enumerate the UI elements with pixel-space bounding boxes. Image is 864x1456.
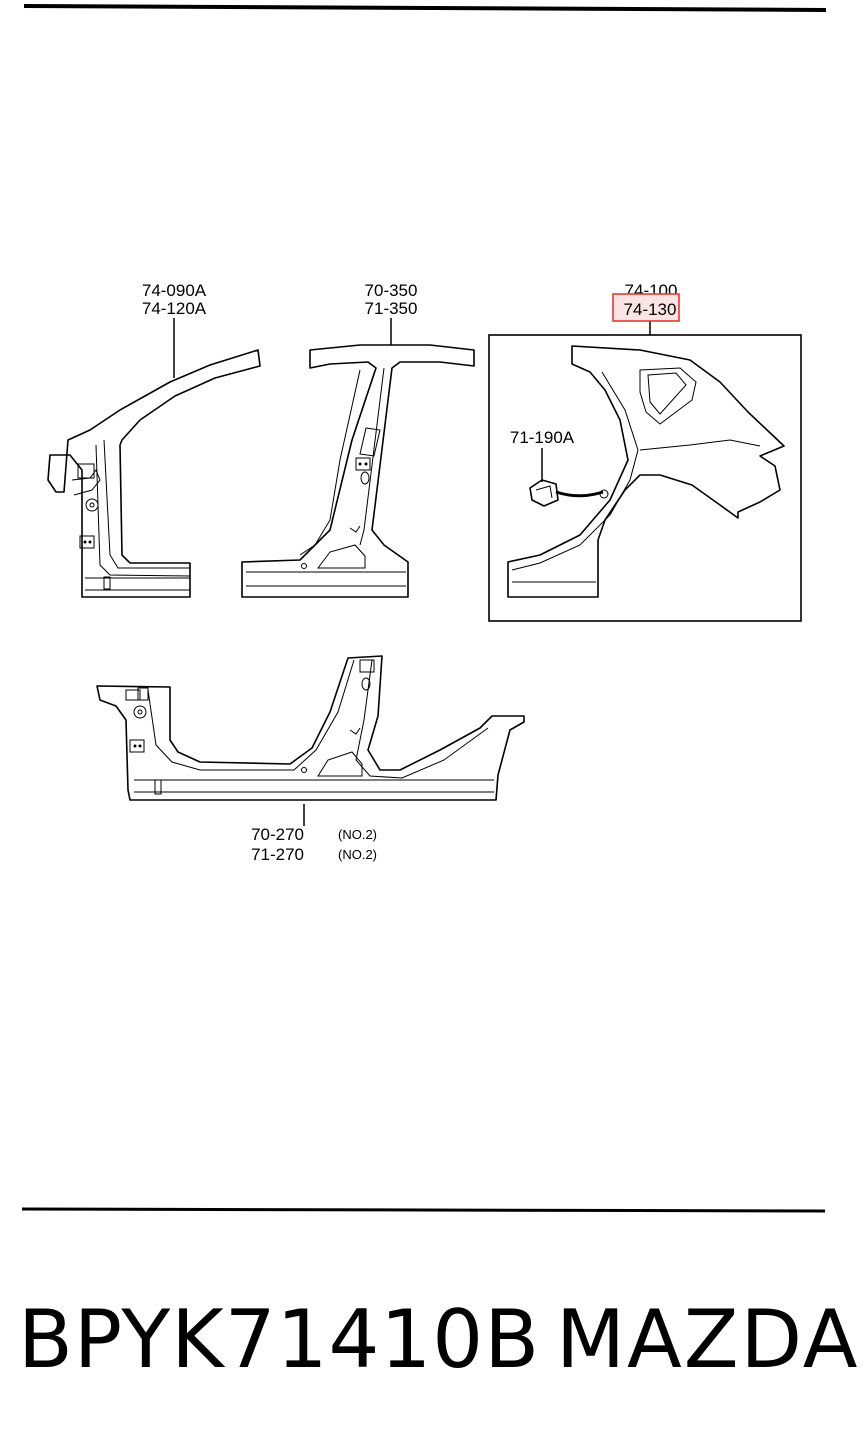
side-sill-panel (96, 655, 525, 801)
side-sill-code-1: 70-270 (251, 825, 304, 844)
front-pillar-panel (47, 349, 261, 598)
center-pillar-panel (241, 344, 475, 598)
rear-quarter-panel (507, 345, 785, 598)
side-sill-note-2: (NO.2) (338, 847, 377, 862)
bottom-rule (21, 1207, 826, 1213)
rear-clip-code: 71-190A (510, 428, 575, 447)
rear-clip-part (529, 479, 604, 507)
rear-panel-code-2: 74-130 (624, 300, 677, 319)
top-rule (23, 4, 827, 12)
front-pillar-code-1: 74-090A (142, 281, 207, 300)
part-number: BPYK71410B (18, 1293, 541, 1386)
front-pillar-code-2: 74-120A (142, 299, 207, 318)
brand-name: MAZDA (556, 1293, 860, 1386)
side-sill-code-2: 71-270 (251, 845, 304, 864)
rear-panel-frame (488, 334, 802, 622)
side-sill-note-1: (NO.2) (338, 827, 377, 842)
center-pillar-code-2: 71-350 (365, 299, 418, 318)
center-pillar-code-1: 70-350 (365, 281, 418, 300)
footer: BPYK71410B MAZDA (0, 1290, 864, 1400)
highlight-box (612, 293, 680, 322)
